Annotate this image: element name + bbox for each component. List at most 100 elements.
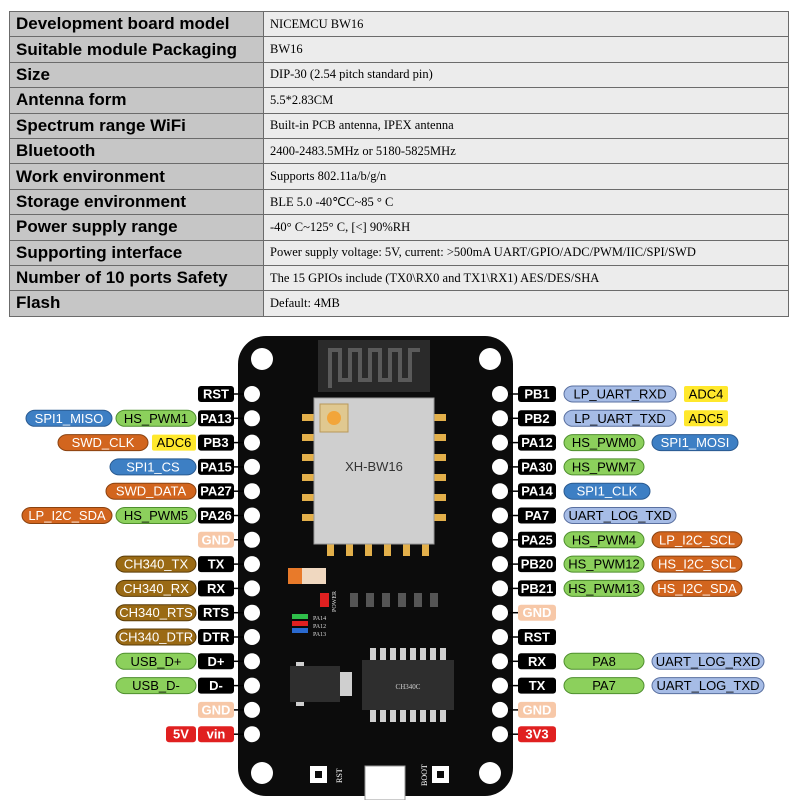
ch340-chip-legs [370,648,446,722]
pin-function-tag-box [105,482,197,500]
led-label-pa13: PA13 [313,632,326,638]
header-hole [492,556,508,573]
module-pad [432,474,446,481]
pin-function-tag-box [651,434,739,452]
pin-label: TX [208,557,225,572]
power-led-label: POWER [332,591,338,612]
pin-function-tag-box [115,604,197,622]
ch340-chip-label: CH340C [396,683,421,691]
boot-button-center [437,771,444,778]
pin-label-box [198,483,234,500]
pin-function-tag: UART_LOG_TXD [656,678,759,693]
header-hole [492,531,508,548]
pin-label: RST [524,630,550,645]
module-pad [432,514,446,521]
header-hole [244,531,260,548]
header-hole [492,701,508,718]
pin-label: PA25 [521,532,553,547]
pin-label-box [198,580,234,597]
spec-key: Development board model [9,10,264,38]
pin-function-tag: USB_D- [132,678,180,693]
smd-component [288,568,302,584]
pin-label: PA7 [525,508,549,523]
rst-button-center [315,771,322,778]
pin-label-box [518,604,556,621]
header-hole [244,604,260,621]
pin-function-tag: HS_PWM13 [568,581,640,596]
spec-key: Storage environment [9,188,264,216]
pin-function-tag-box [115,507,197,524]
rst-button-label: RST [335,768,344,783]
pin-label: 3V3 [525,727,548,742]
spec-key: Antenna form [9,87,264,114]
pin-label: PA30 [521,459,553,474]
module-pad [432,454,446,461]
pin-label: PA14 [521,484,553,499]
pin-label-box [518,677,556,694]
pin-label-box [518,386,556,402]
pin-label-box [518,531,556,548]
header-hole [492,507,508,524]
pin-label: GND [523,702,552,717]
power-led [320,593,329,607]
header-hole [244,556,260,573]
module-pad [346,542,353,556]
module-pad [302,454,316,461]
ipex-connector-center [327,411,341,425]
mount-hole [479,348,501,370]
header-hole [244,410,260,427]
pin-label-box [198,726,234,743]
pin-label: PA13 [200,411,232,426]
voltage-regulator [290,666,340,702]
pin-label-box [198,677,234,694]
pin-label: PA12 [521,435,553,450]
led-pa14 [292,614,308,619]
spec-key: Number of 10 ports Safety [9,264,264,292]
pin-function-tag-box [152,434,196,451]
pin-function-tag-box [115,555,197,573]
header-hole [492,653,508,670]
pin-function-tag: LP_UART_TXD [574,411,666,426]
pin-label-box [518,629,556,645]
pcb-antenna-trace [328,348,420,388]
header-hole [244,483,260,500]
header-hole [244,507,260,524]
pin-label-box [518,483,556,500]
pin-label-box [518,726,556,743]
pin-function-tag: CH340_DTR [119,630,193,645]
pin-label: RTS [203,605,229,620]
pin-function-tag: SPI1_CS [126,459,180,474]
pin-label-box [518,507,556,524]
pin-label: D- [209,678,223,693]
pin-label: PB2 [524,411,549,426]
pin-label-box [198,629,234,645]
pin-function-tag: CH340_RTS [119,605,193,620]
pin-function-tag-box [563,652,645,670]
pin-function-tag-box [563,409,677,427]
pin-label-box [198,701,234,718]
spec-key: Spectrum range WiFi [9,112,264,139]
pin-function-tag: SWD_CLK [72,435,135,450]
pin-function-tag-box [563,385,677,403]
usb-connector[interactable] [364,765,406,800]
pin-label-box [518,410,556,427]
header-hole [492,580,508,597]
header-hole [492,483,508,500]
pin-label: vin [207,727,226,742]
header-hole [244,653,260,670]
header-hole [492,726,508,743]
pin-function-tag-box [651,579,743,597]
header-hole [492,604,508,621]
module-pad [365,542,372,556]
pin-function-tag-box [563,579,645,597]
voltage-regulator-leg [296,702,304,706]
pin-function-tag-box [115,677,197,695]
